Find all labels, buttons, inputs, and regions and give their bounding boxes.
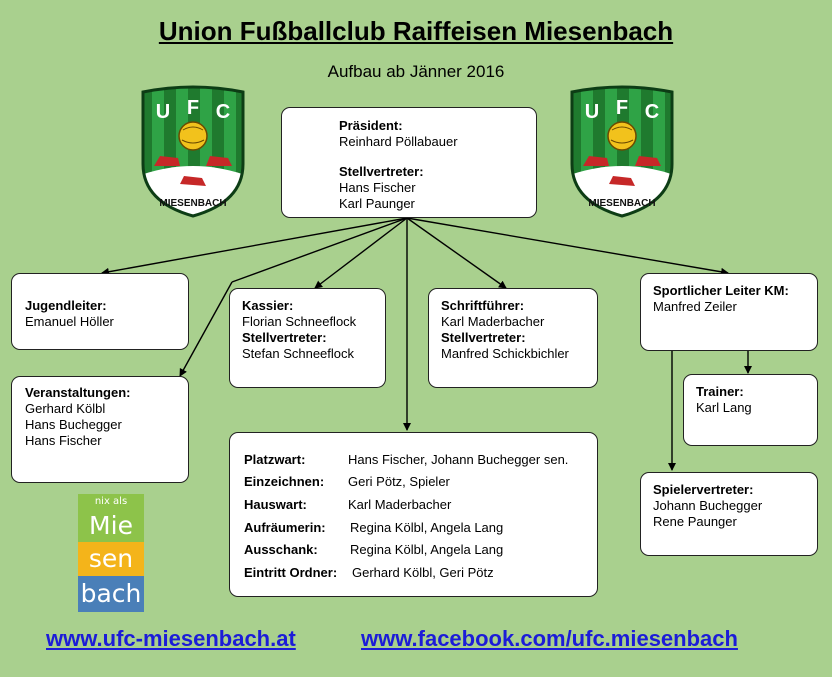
page-subtitle: Aufbau ab Jänner 2016 xyxy=(327,62,505,81)
ufc-crest-left-icon: U F C MIESENBACH xyxy=(141,85,245,218)
secretary-deputy-label: Stellvertreter: xyxy=(441,330,526,345)
connector-events-2 xyxy=(179,281,233,377)
treasurer-name: Florian Schneeflock xyxy=(242,314,357,329)
sports-director-box: Sportlicher Leiter KM: Manfred Zeiler xyxy=(640,273,818,351)
logo-syllable-1: Mie xyxy=(78,509,144,542)
connector-secretary xyxy=(406,217,507,289)
staff-value: Regina Kölbl, Angela Lang xyxy=(350,542,504,557)
crest-letter-f: F xyxy=(187,97,199,119)
crest-letter-c: C xyxy=(216,101,230,123)
player-representatives-box: Spielervertreter: Johann Buchegger Rene … xyxy=(640,472,818,556)
crest-letter-f: F xyxy=(616,97,628,119)
connector-events xyxy=(231,217,408,283)
youth-name: Emanuel Höller xyxy=(25,314,114,329)
staff-value: Gerhard Kölbl, Geri Pötz xyxy=(352,565,494,580)
staff-value: Karl Maderbacher xyxy=(348,497,452,512)
events-label: Veranstaltungen: xyxy=(25,385,131,400)
crest-name: MIESENBACH xyxy=(159,198,226,209)
ufc-crest-right-icon: U F C MIESENBACH xyxy=(570,85,674,218)
staff-label: Hauswart: xyxy=(244,497,307,512)
crest-name: MIESENBACH xyxy=(588,198,655,209)
website-link[interactable]: www.ufc-miesenbach.at xyxy=(46,626,296,651)
president-name: Reinhard Pöllabauer xyxy=(339,134,458,149)
treasurer-deputy-label: Stellvertreter: xyxy=(242,330,327,345)
events-name-1: Gerhard Kölbl xyxy=(25,401,106,416)
president-deputy-label: Stellvertreter: xyxy=(339,164,424,179)
staff-value: Regina Kölbl, Angela Lang xyxy=(350,520,504,535)
connector-treasurer xyxy=(314,217,408,289)
trainer-label: Trainer: xyxy=(696,384,744,399)
crest-letter-c: C xyxy=(645,101,659,123)
nix-als-miesenbach-logo: nix als Mie sen bach xyxy=(78,494,144,612)
staff-label: Einzeichnen: xyxy=(244,474,325,489)
staff-label: Ausschank: xyxy=(244,542,318,557)
player-representative-1: Johann Buchegger xyxy=(653,498,763,513)
connector-youth xyxy=(101,217,408,276)
secretary-label: Schriftführer: xyxy=(441,298,525,313)
treasurer-label: Kassier: xyxy=(242,298,294,313)
president-label: Präsident: xyxy=(339,118,403,133)
staff-value: Geri Pötz, Spieler xyxy=(348,474,450,489)
youth-label: Jugendleiter: xyxy=(25,298,107,313)
crest-letter-u: U xyxy=(156,101,170,123)
events-name-2: Hans Buchegger xyxy=(25,417,122,432)
logo-syllable-2: sen xyxy=(78,542,144,576)
player-representatives-label: Spielervertreter: xyxy=(653,482,754,497)
staff-label: Aufräumerin: xyxy=(244,520,326,535)
staff-value: Hans Fischer, Johann Buchegger sen. xyxy=(348,452,569,467)
facebook-link[interactable]: www.facebook.com/ufc.miesenbach xyxy=(361,626,738,651)
secretary-deputy: Manfred Schickbichler xyxy=(441,346,569,361)
sports-director-label: Sportlicher Leiter KM: xyxy=(653,283,789,298)
page-title: Union Fußballclub Raiffeisen Miesenbach xyxy=(158,16,674,46)
crest-letter-u: U xyxy=(585,101,599,123)
president-deputy-2: Karl Paunger xyxy=(339,196,415,211)
president-box: Präsident: Reinhard Pöllabauer Stellvert… xyxy=(281,107,537,218)
secretary-box: Schriftführer: Karl Maderbacher Stellver… xyxy=(428,288,598,388)
youth-box: Jugendleiter: Emanuel Höller xyxy=(11,273,189,350)
secretary-name: Karl Maderbacher xyxy=(441,314,545,329)
staff-box: Platzwart: Hans Fischer, Johann Buchegge… xyxy=(229,432,598,597)
staff-label: Platzwart: xyxy=(244,452,306,467)
logo-tagline: nix als xyxy=(78,494,144,509)
events-name-3: Hans Fischer xyxy=(25,433,102,448)
connector-sports xyxy=(406,217,729,276)
trainer-box: Trainer: Karl Lang xyxy=(683,374,818,446)
staff-label: Eintritt Ordner: xyxy=(244,565,338,580)
treasurer-deputy: Stefan Schneeflock xyxy=(242,346,355,361)
logo-syllable-3: bach xyxy=(78,576,144,612)
treasurer-box: Kassier: Florian Schneeflock Stellvertre… xyxy=(229,288,386,388)
sports-director-name: Manfred Zeiler xyxy=(653,299,737,314)
president-deputy-1: Hans Fischer xyxy=(339,180,416,195)
player-representative-2: Rene Paunger xyxy=(653,514,737,529)
trainer-name: Karl Lang xyxy=(696,400,752,415)
events-box: Veranstaltungen: Gerhard Kölbl Hans Buch… xyxy=(11,376,189,483)
